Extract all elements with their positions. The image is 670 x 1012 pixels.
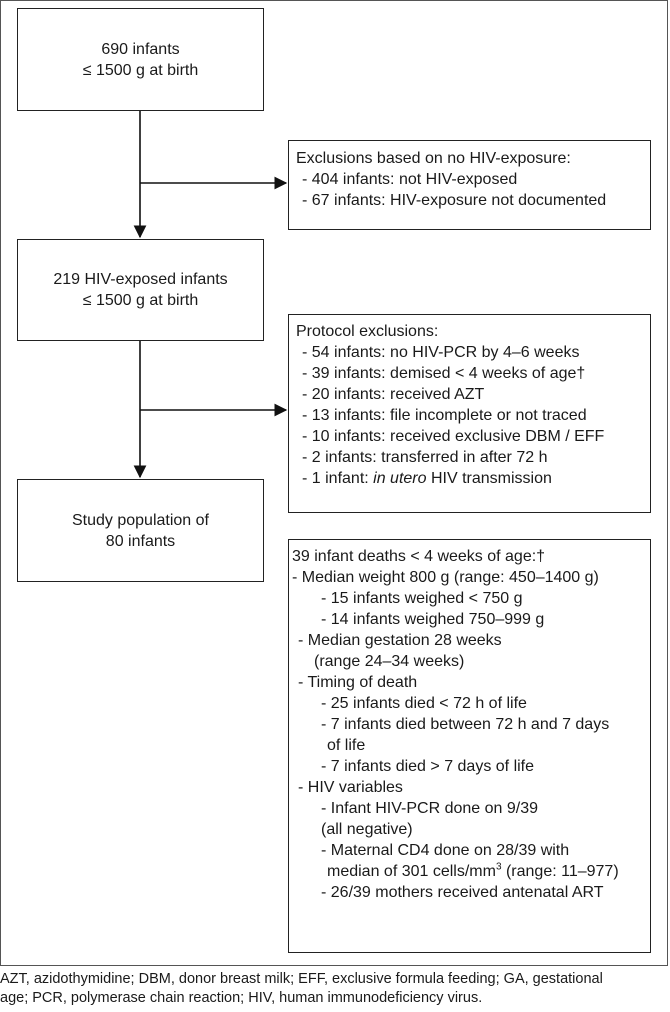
exclusion-item: - 67 infants: HIV-exposure not documente…: [302, 192, 607, 209]
deaths-gestation: - Median gestation 28 weeks: [298, 632, 502, 649]
deaths-timing-item-cont: of life: [327, 737, 366, 754]
utero-prefix: - 1 infant:: [302, 470, 374, 487]
protocol-exclusion-item: - 2 infants: transferred in after 72 h: [302, 449, 548, 466]
initial-count: 690 infants: [101, 40, 180, 58]
protocol-exclusion-item-utero: - 1 infant: in utero HIV transmission: [296, 468, 650, 489]
figure-frame: 690 infants ≤ 1500 g at birth Exclusions…: [0, 0, 668, 966]
study-line-1: Study population of: [72, 511, 209, 529]
protocol-exclusion-item: - 13 infants: file incomplete or not tra…: [302, 407, 587, 424]
deaths-timing-item: - 7 infants died between 72 h and 7 days: [321, 716, 610, 733]
cd4-range-text: (range: 11–977): [501, 863, 619, 880]
footnote-line: age; PCR, polymerase chain reaction; HIV…: [0, 990, 483, 1006]
deaths-cd4: - Maternal CD4 done on 28/39 with: [321, 842, 570, 859]
protocol-exclusion-item: - 20 infants: received AZT: [302, 386, 485, 403]
box-protocol-exclusions: Protocol exclusions: - 54 infants: no HI…: [288, 314, 651, 513]
exclusions-no-exposure-title: Exclusions based on no HIV-exposure:: [296, 150, 571, 167]
box-infant-deaths: 39 infant deaths < 4 weeks of age:† - Me…: [288, 539, 651, 953]
deaths-weight-item: - 15 infants weighed < 750 g: [321, 590, 523, 607]
utero-italic: in utero: [373, 470, 427, 487]
cd4-unit-superscript: 3: [495, 861, 502, 873]
deaths-art: - 26/39 mothers received antenatal ART: [321, 884, 604, 901]
deaths-weight-item: - 14 infants weighed 750–999 g: [321, 611, 545, 628]
box-exclusions-no-exposure: Exclusions based on no HIV-exposure: - 4…: [288, 140, 651, 230]
exclusion-item: - 404 infants: not HIV-exposed: [302, 171, 518, 188]
deaths-title: 39 infant deaths < 4 weeks of age:†: [292, 548, 546, 565]
box-initial-cohort: 690 infants ≤ 1500 g at birth: [17, 8, 264, 111]
deaths-timing-item: - 25 infants died < 72 h of life: [321, 695, 527, 712]
exposed-weight: ≤ 1500 g at birth: [82, 292, 199, 309]
protocol-exclusion-item: - 39 infants: demised < 4 weeks of age†: [302, 365, 586, 382]
box-hiv-exposed: 219 HIV-exposed infants ≤ 1500 g at birt…: [17, 239, 264, 341]
deaths-weight: - Median weight 800 g (range: 450–1400 g…: [292, 569, 599, 586]
deaths-cd4-median: median of 301 cells/mm3 (range: 11–977): [292, 861, 650, 882]
exposed-count: 219 HIV-exposed infants: [53, 271, 228, 288]
deaths-timing-title: - Timing of death: [298, 674, 418, 691]
footnote-line: AZT, azidothymidine; DBM, donor breast m…: [0, 971, 603, 987]
deaths-hiv-pcr-note: (all negative): [321, 821, 413, 838]
flow-connectors: [133, 111, 288, 479]
utero-suffix: HIV transmission: [426, 470, 552, 487]
deaths-hiv-title: - HIV variables: [298, 779, 403, 796]
protocol-exclusions-title: Protocol exclusions:: [296, 323, 439, 340]
deaths-hiv-pcr: - Infant HIV-PCR done on 9/39: [321, 800, 539, 817]
protocol-exclusion-item: - 10 infants: received exclusive DBM / E…: [302, 428, 605, 445]
protocol-exclusion-item: - 54 infants: no HIV-PCR by 4–6 weeks: [302, 344, 580, 361]
box-study-population: Study population of 80 infants: [17, 479, 264, 582]
deaths-gestation-range: (range 24–34 weeks): [314, 653, 465, 670]
initial-weight: ≤ 1500 g at birth: [82, 61, 199, 79]
deaths-timing-item: - 7 infants died > 7 days of life: [321, 758, 535, 775]
cd4-median-text: median of 301 cells/mm: [327, 863, 496, 880]
footnote: AZT, azidothymidine; DBM, donor breast m…: [0, 970, 670, 1008]
study-line-2: 80 infants: [105, 532, 176, 550]
